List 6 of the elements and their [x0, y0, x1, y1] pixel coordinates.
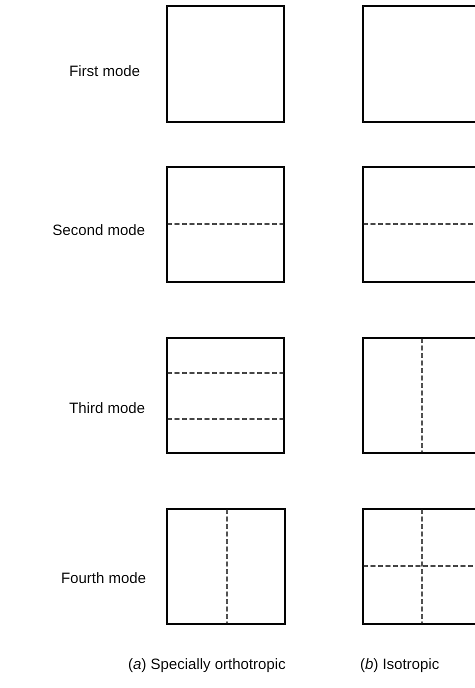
panel-caption: (b) Isotropic	[360, 656, 440, 674]
row-label: First mode	[69, 63, 140, 81]
row-label: Second mode	[52, 222, 145, 240]
row-label: Third mode	[69, 400, 145, 418]
row-label: Fourth mode	[60, 570, 146, 588]
panel-caption: (a) Specially orthotropic	[128, 656, 286, 674]
